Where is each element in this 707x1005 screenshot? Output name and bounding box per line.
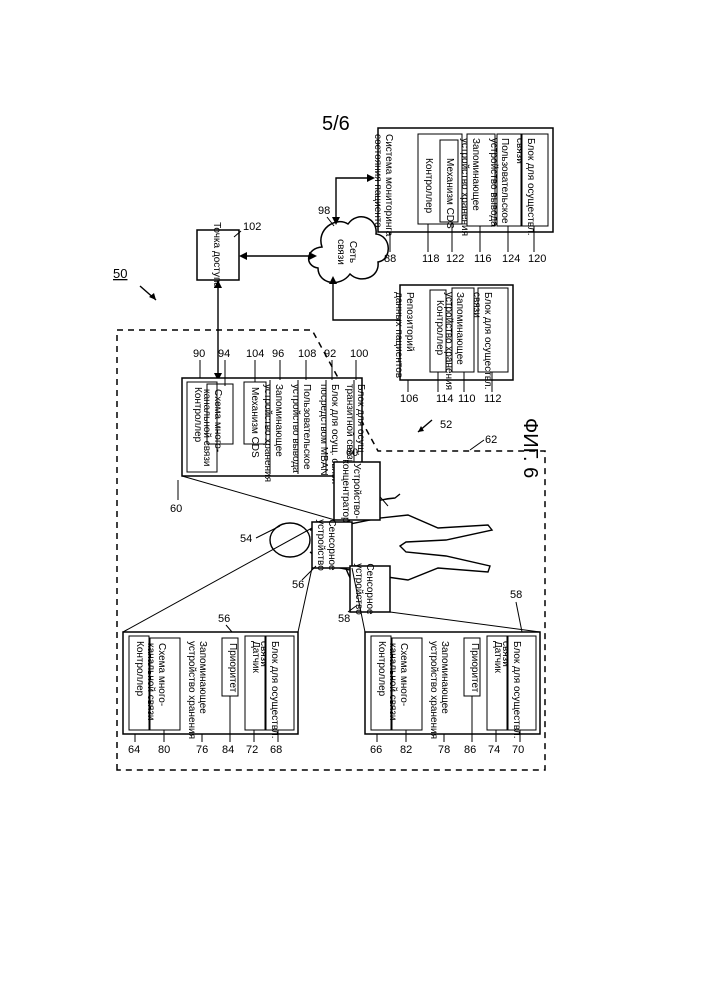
monitoring-panel: Система мониторингасостояния пациента Ко… — [372, 128, 553, 265]
network-ref-leader — [470, 440, 484, 450]
svg-text:70: 70 — [512, 744, 524, 756]
svg-text:86: 86 — [464, 744, 476, 756]
sensor-b-ref: 56 — [292, 579, 304, 591]
sensor-bottom-priority-label: Приоритет — [469, 643, 480, 693]
svg-text:58: 58 — [510, 589, 522, 601]
svg-text:90: 90 — [193, 348, 205, 360]
svg-text:116: 116 — [474, 253, 492, 265]
link-cloud-monitoring — [336, 178, 372, 222]
sensor-b-ref-leader — [302, 566, 316, 580]
access-point-ref: 102 — [243, 221, 261, 233]
svg-text:78: 78 — [438, 744, 450, 756]
sensor-top-controller-label: Контроллер — [134, 641, 145, 697]
hub-device-ref: 60 — [346, 447, 358, 459]
sensor-a-ref: 54 — [240, 533, 252, 545]
sensor-panel-bottom: Контроллер Схема много-канальной связи З… — [365, 589, 540, 756]
svg-text:106: 106 — [400, 393, 418, 405]
patient-ref: 52 — [440, 419, 452, 431]
svg-text:120: 120 — [528, 253, 546, 265]
svg-text:74: 74 — [488, 744, 500, 756]
svg-text:110: 110 — [458, 393, 476, 405]
svg-text:92: 92 — [324, 348, 336, 360]
svg-text:94: 94 — [218, 348, 230, 360]
svg-text:72: 72 — [246, 744, 258, 756]
repository-panel: Репозиторийданных пациентов Контроллер З… — [393, 285, 513, 405]
monitoring-output-label: Пользовательскоеустройство вывода — [488, 138, 510, 227]
svg-text:56: 56 — [218, 613, 230, 625]
hub-cds-label: Механизм CDS — [249, 387, 260, 458]
svg-text:100: 100 — [350, 348, 368, 360]
svg-text:76: 76 — [196, 744, 208, 756]
svg-text:84: 84 — [222, 744, 234, 756]
cloud-ref: 98 — [318, 205, 330, 217]
cloud-label: Сетьсвязи — [335, 239, 358, 265]
svg-text:112: 112 — [484, 393, 502, 405]
monitoring-title: Система мониторингасостояния пациента — [372, 134, 394, 237]
sensor-top-priority-label: Приоритет — [227, 643, 238, 693]
access-point-label: Точка доступа — [211, 222, 222, 288]
sensor-a-ref-leader — [256, 526, 280, 538]
hub-device-label: Устройство-концентратор — [340, 459, 362, 523]
svg-text:124: 124 — [502, 253, 520, 265]
monitoring-cds-label: Механизм CDS — [444, 158, 455, 229]
figure-caption: ФИГ. 6 — [519, 418, 541, 478]
svg-text:68: 68 — [270, 744, 282, 756]
svg-text:108: 108 — [298, 348, 316, 360]
svg-text:66: 66 — [370, 744, 382, 756]
sheet-number: 5/6 — [322, 113, 350, 135]
sensor-panel-top: Контроллер Схема много-канальной связи З… — [123, 613, 298, 756]
svg-text:114: 114 — [436, 393, 454, 405]
svg-text:64: 64 — [128, 744, 140, 756]
svg-text:96: 96 — [272, 348, 284, 360]
svg-text:122: 122 — [446, 253, 464, 265]
svg-text:118: 118 — [422, 253, 440, 265]
network-ref: 62 — [485, 434, 497, 446]
svg-text:60: 60 — [170, 503, 182, 515]
svg-text:88: 88 — [384, 253, 396, 265]
sensor-bottom-controller-label: Контроллер — [376, 641, 387, 697]
sensor-c-ref: 58 — [338, 613, 350, 625]
svg-text:80: 80 — [158, 744, 170, 756]
monitoring-controller-label: Контроллер — [423, 158, 434, 214]
svg-text:104: 104 — [246, 348, 264, 360]
link-cloud-monitoring-arrows — [332, 174, 375, 225]
svg-text:82: 82 — [400, 744, 412, 756]
hub-output-label: Пользовательскоеустройство вывода — [290, 384, 312, 473]
sensor-device-a-label: Сенсорноеустройство — [315, 519, 337, 571]
system-ref: 50 — [113, 266, 127, 281]
